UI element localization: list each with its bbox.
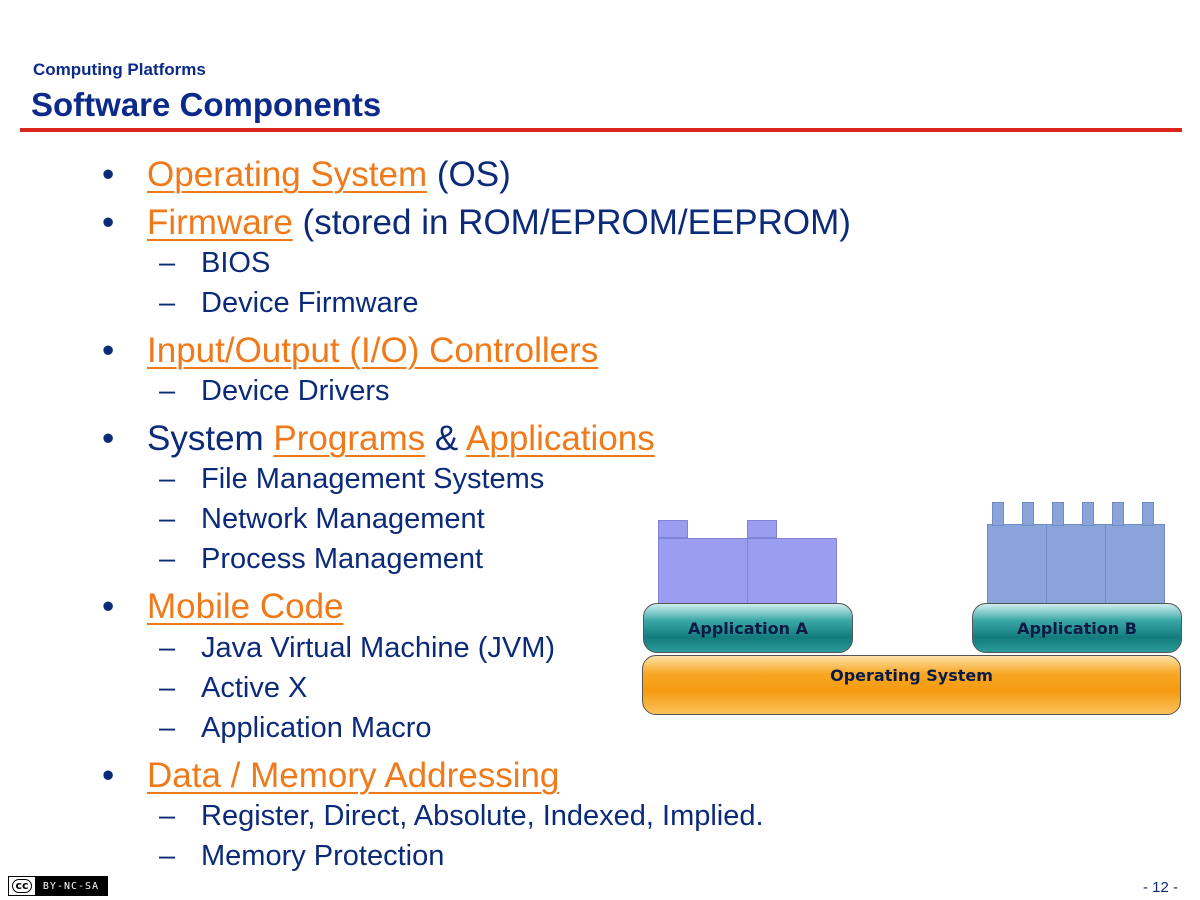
app-b-memory-tooth-4 xyxy=(1082,502,1094,526)
app-a-memory-block-1 xyxy=(658,538,748,604)
item-text: Memory Protection xyxy=(201,840,445,872)
dash-marker: – xyxy=(159,632,176,664)
bullet-marker: • xyxy=(102,419,115,458)
app-b-memory-tooth-1 xyxy=(992,502,1004,526)
app-b-memory-block-2 xyxy=(1046,524,1106,604)
sub-bullet-item: –Application Macro xyxy=(159,712,432,745)
item-text: (OS) xyxy=(427,155,511,194)
item-text: Device Firmware xyxy=(201,287,419,319)
license-badge[interactable]: cc BY-NC-SA xyxy=(8,876,108,896)
dash-marker: – xyxy=(159,463,176,495)
bullet-item: • Firmware (stored in ROM/EPROM/EEPROM) xyxy=(102,203,851,243)
app-b-memory-tooth-5 xyxy=(1112,502,1124,526)
bullet-item: • Operating System (OS) xyxy=(102,155,511,195)
title-divider xyxy=(20,128,1182,132)
topic-link[interactable]: Applications xyxy=(466,419,655,458)
item-text: Register, Direct, Absolute, Indexed, Imp… xyxy=(201,800,764,832)
topic-link[interactable]: Programs xyxy=(273,419,426,458)
sub-bullet-item: –Network Management xyxy=(159,503,485,536)
dash-marker: – xyxy=(159,375,176,407)
application-b-box: Application B xyxy=(972,603,1182,653)
dash-marker: – xyxy=(159,543,176,575)
dash-marker: – xyxy=(159,503,176,535)
topic-link[interactable]: Input/Output (I/O) Controllers xyxy=(147,331,599,370)
bullet-item: • Input/Output (I/O) Controllers xyxy=(102,331,599,371)
item-text: Network Management xyxy=(201,503,485,535)
sub-bullet-item: –Process Management xyxy=(159,543,484,576)
page-number: - 12 - xyxy=(1142,879,1178,896)
sub-bullet-item: –File Management Systems xyxy=(159,463,545,496)
sub-bullet-item: –Active X xyxy=(159,672,308,705)
bullet-marker: • xyxy=(102,331,115,370)
item-text: (stored in ROM/EPROM/EEPROM) xyxy=(292,203,851,242)
app-a-memory-tab-2 xyxy=(747,520,777,538)
sub-bullet-item: –Register, Direct, Absolute, Indexed, Im… xyxy=(159,800,764,833)
dash-marker: – xyxy=(159,840,176,872)
sub-bullet-item: –Java Virtual Machine (JVM) xyxy=(159,632,556,665)
item-text: Device Drivers xyxy=(201,375,390,407)
software-stack-diagram: Application A Application B Operating Sy… xyxy=(640,498,1185,718)
bullet-marker: • xyxy=(102,203,115,242)
topic-link[interactable]: Firmware xyxy=(147,203,293,242)
bullet-item: • Mobile Code xyxy=(102,587,344,627)
app-b-memory-tooth-3 xyxy=(1052,502,1064,526)
topic-link[interactable]: Data / Memory Addressing xyxy=(147,756,560,795)
bullet-marker: • xyxy=(102,756,115,795)
topic-link[interactable]: Operating System xyxy=(147,155,428,194)
item-text: Active X xyxy=(201,672,308,704)
bullet-marker: • xyxy=(102,155,115,194)
dash-marker: – xyxy=(159,800,176,832)
slide-supertitle: Computing Platforms xyxy=(33,60,206,79)
app-b-memory-block-3 xyxy=(1105,524,1165,604)
dash-marker: – xyxy=(159,287,176,319)
app-b-memory-tooth-2 xyxy=(1022,502,1034,526)
operating-system-box: Operating System xyxy=(642,655,1181,715)
bullet-item: • System Programs & Applications xyxy=(102,419,655,459)
bullet-item: • Data / Memory Addressing xyxy=(102,756,560,796)
item-text: Process Management xyxy=(201,543,484,575)
sub-bullet-item: –Memory Protection xyxy=(159,840,445,873)
sub-bullet-item: –Device Drivers xyxy=(159,375,390,408)
item-text: Application Macro xyxy=(201,712,432,744)
item-text: File Management Systems xyxy=(201,463,545,495)
license-text: BY-NC-SA xyxy=(35,877,107,895)
app-a-memory-block-2 xyxy=(747,538,837,604)
item-text: System xyxy=(147,419,274,458)
slide-title: Software Components xyxy=(31,86,382,123)
creative-commons-icon: cc xyxy=(9,877,35,895)
sub-bullet-item: –Device Firmware xyxy=(159,287,419,320)
application-a-box: Application A xyxy=(643,603,853,653)
item-text: & xyxy=(425,419,467,458)
item-text: Java Virtual Machine (JVM) xyxy=(201,632,556,664)
dash-marker: – xyxy=(159,247,176,279)
bullet-marker: • xyxy=(102,587,115,626)
topic-link[interactable]: Mobile Code xyxy=(147,587,344,626)
app-b-memory-tooth-6 xyxy=(1142,502,1154,526)
dash-marker: – xyxy=(159,672,176,704)
item-text: BIOS xyxy=(201,247,271,279)
app-a-memory-tab-1 xyxy=(658,520,688,538)
dash-marker: – xyxy=(159,712,176,744)
sub-bullet-item: –BIOS xyxy=(159,247,271,280)
app-b-memory-block-1 xyxy=(987,524,1047,604)
